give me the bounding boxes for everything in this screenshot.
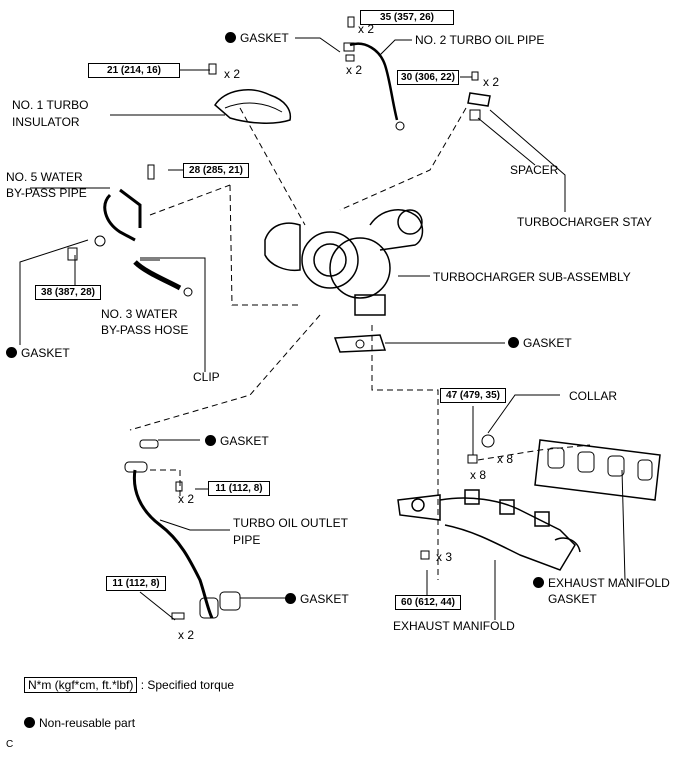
torque-spec-21: 21 (214, 16) xyxy=(88,63,180,78)
oil-pipe-bolt-35 xyxy=(347,16,355,28)
label-no3-water-bypass-hose-2: BY-PASS HOSE xyxy=(101,323,189,337)
turbocharger-stay-shape xyxy=(467,92,491,107)
mult-11a: x 2 xyxy=(178,492,195,506)
label-gasket-oil-outlet-bottom: GASKET xyxy=(285,592,349,606)
mult-collar: x 8 xyxy=(497,452,514,466)
torque-spec-30: 30 (306, 22) xyxy=(397,70,459,85)
mult-11b: x 2 xyxy=(178,628,195,642)
torque-spec-38: 38 (387, 28) xyxy=(35,285,101,300)
outlet-gasket-bottom xyxy=(219,591,241,611)
water-pipe-gasket xyxy=(94,235,106,247)
label-turbocharger-stay: TURBOCHARGER STAY xyxy=(517,215,652,229)
turbocharger-body xyxy=(264,209,424,316)
legend-torque-box: N*m (kgf*cm, ft.*lbf) xyxy=(24,677,138,693)
mult-47: x 8 xyxy=(470,468,487,482)
oil-pipe-gasket xyxy=(343,42,355,52)
label-collar: COLLAR xyxy=(569,389,618,403)
non-reusable-dot-icon xyxy=(285,593,296,604)
turbo-insulator-shape xyxy=(214,89,292,124)
non-reusable-dot-icon xyxy=(24,717,35,728)
insulator-bolt-21 xyxy=(208,63,217,75)
torque-spec-28: 28 (285, 21) xyxy=(183,163,249,178)
label-turbo-oil-outlet-pipe-1: TURBO OIL OUTLET xyxy=(233,516,348,530)
label-turbo-oil-outlet-pipe-2: PIPE xyxy=(233,533,261,547)
mult-oilpipe-nut: x 2 xyxy=(346,63,363,77)
leader-collar xyxy=(487,394,560,434)
outlet-pipe-bolt-11b xyxy=(171,612,185,620)
collar-shape xyxy=(481,434,495,448)
label-no5-water-bypass-pipe-2: BY-PASS PIPE xyxy=(6,186,87,200)
exhaust-manifold-shape xyxy=(397,489,581,571)
label-no5-water-bypass-pipe-1: NO. 5 WATER xyxy=(6,170,83,184)
leader-no2-oil-pipe xyxy=(379,39,412,56)
label-exhaust-manifold-gasket-2: GASKET xyxy=(548,592,597,606)
oil-pipe-nut xyxy=(345,54,355,62)
exhaust-manifold-gasket-shape xyxy=(534,439,661,501)
label-gasket-oil-outlet-top: GASKET xyxy=(205,434,269,448)
non-reusable-dot-icon xyxy=(205,435,216,446)
label-exhaust-manifold: EXHAUST MANIFOLD xyxy=(393,619,515,633)
label-gasket-top: GASKET xyxy=(225,31,289,45)
label-no1-turbo-insulator-1: NO. 1 TURBO xyxy=(12,98,89,112)
non-reusable-dot-icon xyxy=(6,347,17,358)
torque-spec-35: 35 (357, 26) xyxy=(360,10,454,25)
label-gasket-left: GASKET xyxy=(6,346,70,360)
torque-spec-60: 60 (612, 44) xyxy=(395,595,461,610)
turbo-oil-outlet-pipe-shape xyxy=(132,469,214,619)
manifold-nut-47 xyxy=(467,454,478,464)
corner-code: C xyxy=(6,739,14,750)
label-no3-water-bypass-hose-1: NO. 3 WATER xyxy=(101,307,178,321)
water-pipe-bolt-28 xyxy=(147,164,155,180)
mult-30: x 2 xyxy=(483,75,500,89)
mult-35: x 2 xyxy=(358,22,375,36)
mult-21: x 2 xyxy=(224,67,241,81)
mult-60: x 3 xyxy=(436,550,453,564)
non-reusable-dot-icon xyxy=(225,32,236,43)
leader-spacer xyxy=(477,117,536,166)
legend-torque-desc: : Specified torque xyxy=(140,678,235,692)
hose-clip xyxy=(183,287,193,297)
leader-gasket-left xyxy=(19,239,89,345)
no5-water-bypass-pipe-shape xyxy=(103,188,142,242)
label-spacer: SPACER xyxy=(510,163,559,177)
leader-stay xyxy=(489,109,566,212)
leader-outlet-pipe xyxy=(159,519,230,531)
turbo-flange-gasket-shape xyxy=(333,334,387,353)
legend-torque: N*m (kgf*cm, ft.*lbf) : Specified torque xyxy=(24,677,235,693)
water-pipe-bolt-38 xyxy=(67,247,78,261)
legend-non-reusable: Non-reusable part xyxy=(24,716,135,730)
no2-oil-pipe-shape xyxy=(349,42,399,121)
leader-torque-11b xyxy=(139,591,176,621)
torque-spec-11a: 11 (112, 8) xyxy=(208,481,270,496)
leader-clip xyxy=(140,257,206,372)
outlet-pipe-flange-top xyxy=(124,461,148,473)
label-gasket-turbo-flange: GASKET xyxy=(508,336,572,350)
assembly-dashed-lines xyxy=(129,107,591,580)
outlet-pipe-bolt-11a xyxy=(175,481,183,492)
stay-bolt-30 xyxy=(471,71,479,81)
manifold-nut-60 xyxy=(420,550,430,560)
oil-pipe-end xyxy=(395,121,405,131)
leader-gasket-top xyxy=(295,37,341,53)
outlet-pipe-flange-bottom xyxy=(199,597,219,619)
no3-water-bypass-hose-shape xyxy=(133,260,182,291)
torque-spec-47: 47 (479, 35) xyxy=(440,388,506,403)
non-reusable-dot-icon xyxy=(508,337,519,348)
non-reusable-dot-icon xyxy=(533,577,544,588)
label-exhaust-manifold-gasket-1: EXHAUST MANIFOLD xyxy=(533,576,670,590)
label-turbocharger-sub-assembly: TURBOCHARGER SUB-ASSEMBLY xyxy=(433,270,631,284)
label-no1-turbo-insulator-2: INSULATOR xyxy=(12,115,80,129)
stay-spacer-shape xyxy=(469,109,481,121)
label-clip: CLIP xyxy=(193,370,220,384)
leader-manifold-gasket xyxy=(621,469,626,581)
torque-spec-11b: 11 (112, 8) xyxy=(106,576,166,591)
outlet-gasket-top xyxy=(139,439,159,449)
label-no2-turbo-oil-pipe: NO. 2 TURBO OIL PIPE xyxy=(415,33,545,47)
